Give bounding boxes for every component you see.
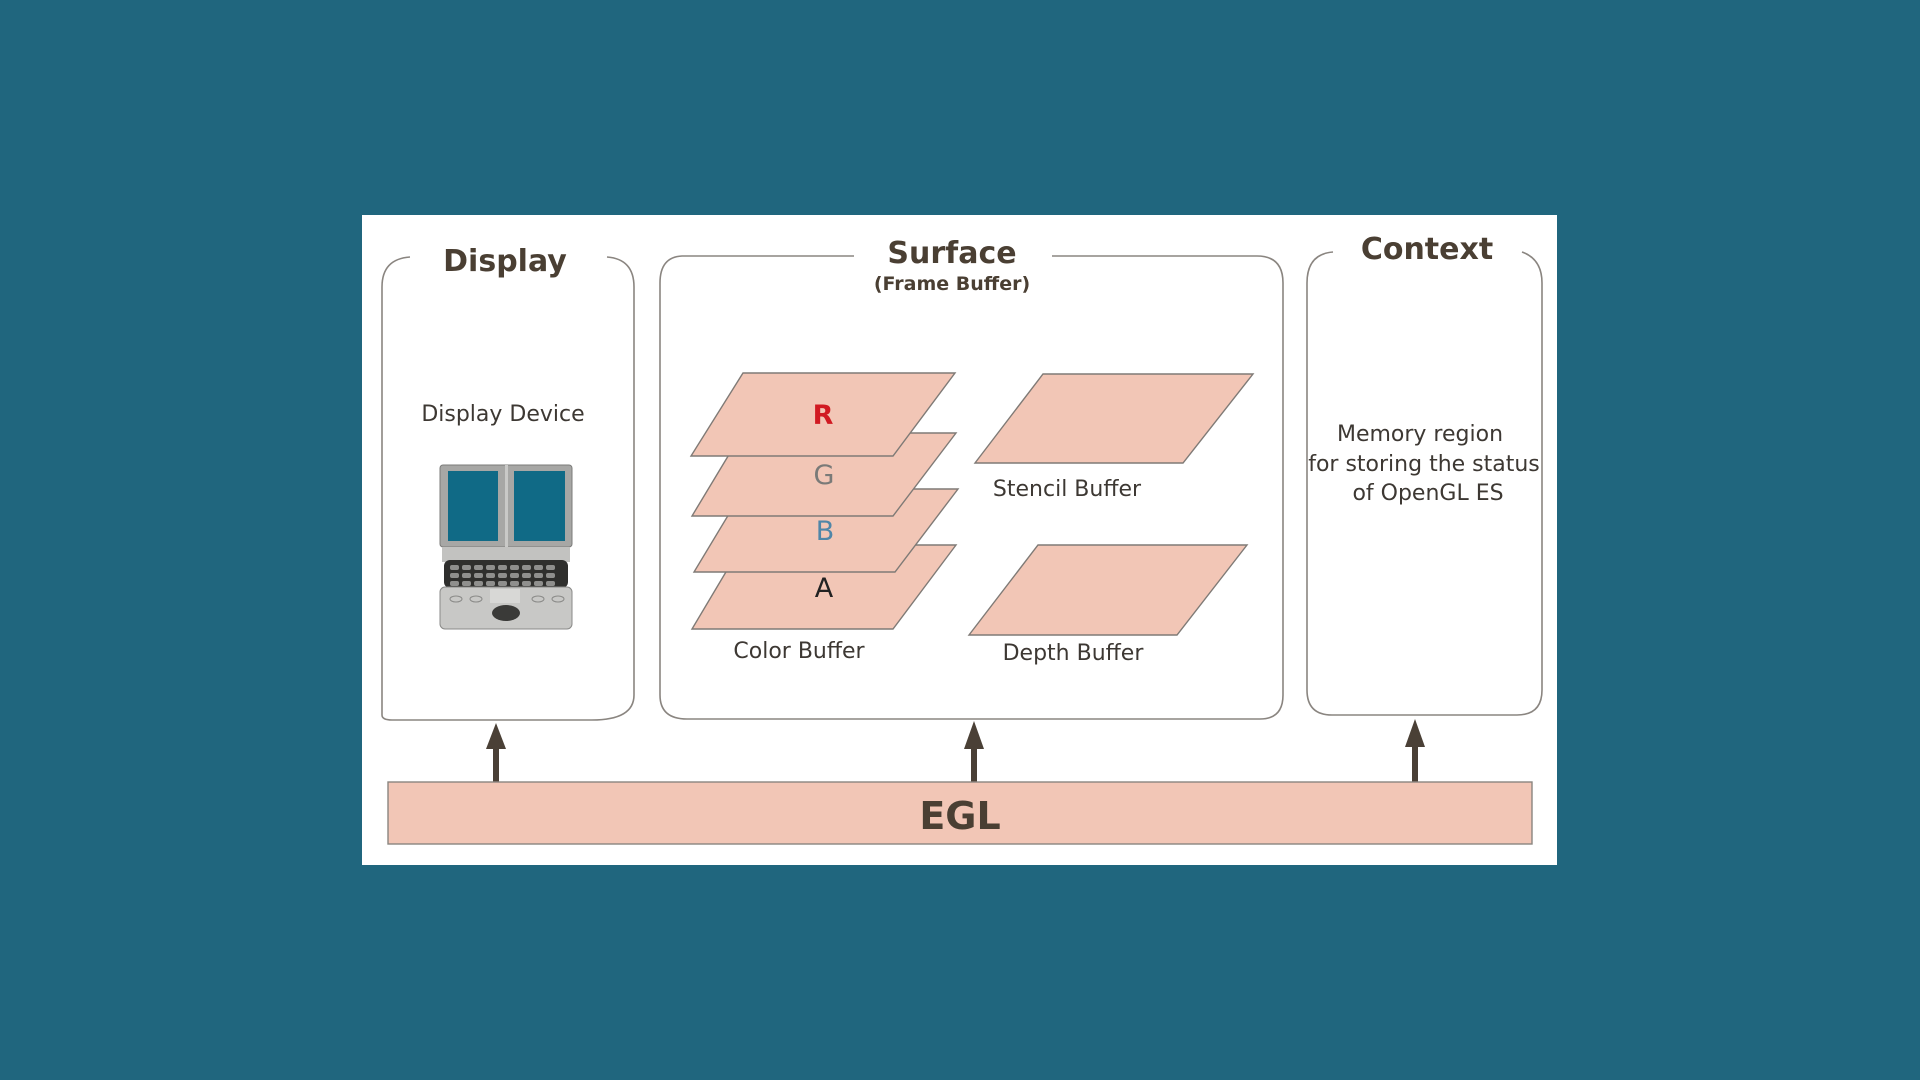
surface-panel-border [659,255,1284,720]
egl-to-context-arrow [1405,719,1425,797]
depth-buffer-shape [967,544,1249,636]
display-device-label: Display Device [421,402,584,427]
context-title: Context [1361,232,1493,267]
channel-a-label: A [815,573,834,604]
context-panel: Context Memory region for storing the st… [1306,232,1543,716]
egl-layer: EGL [387,781,1533,845]
surface-title: Surface [887,236,1016,271]
display-panel: Display Display Device [381,244,635,721]
surface-subtitle: (Frame Buffer) [874,273,1030,295]
channel-g-label: G [814,460,835,491]
color-buffer-stack: R G B A [689,372,960,630]
egl-to-surface-arrow [964,721,984,797]
color-buffer-label: Color Buffer [733,639,865,664]
context-description-line-1: Memory region [1337,422,1503,447]
egl-label: EGL [919,794,1000,838]
color-buffer-layer-r [689,372,957,457]
stencil-buffer-shape [973,373,1255,464]
egl-bar [387,781,1533,845]
egl-to-display-arrow [486,723,506,797]
surface-panel: Surface (Frame Buffer) R G B A Color Buf… [659,236,1284,720]
context-panel-border [1306,251,1543,716]
channel-b-label: B [816,516,835,547]
display-panel-border [381,256,635,721]
channel-r-label: R [813,400,834,431]
handheld-device-icon [439,464,573,630]
display-title: Display [443,244,567,279]
stencil-buffer-label: Stencil Buffer [993,477,1142,502]
depth-buffer-label: Depth Buffer [1003,641,1145,666]
context-description-line-3: of OpenGL ES [1352,481,1503,506]
context-description-line-2: for storing the status [1308,452,1540,477]
diagram-canvas: Display Display Device [381,232,1543,845]
egl-architecture-diagram: Display Display Device [362,215,1557,865]
